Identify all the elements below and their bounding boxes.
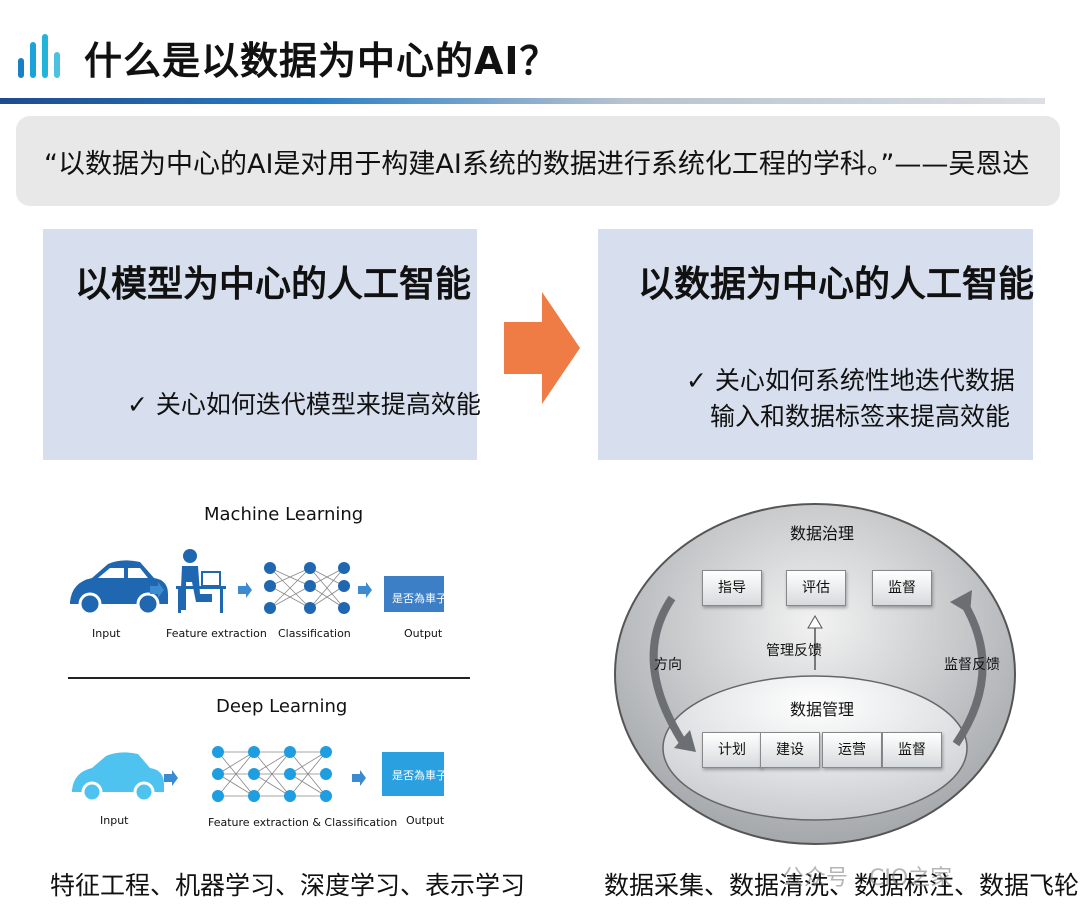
gov-box-supervise: 监督 (872, 570, 932, 606)
caption-right: 数据采集、数据清洗、数据标注、数据飞轮 (604, 871, 1080, 900)
logo-bars-icon (18, 34, 64, 78)
car-icon (70, 560, 168, 616)
dl-label-input: Input (100, 814, 129, 827)
ml-label-classification: Classification (278, 627, 351, 640)
gov-box-plan: 计划 (702, 732, 762, 768)
ml-label-input: Input (92, 627, 121, 640)
ml-label-output: Output (404, 627, 443, 640)
data-centric-point-line2: 输入和数据标签来提高效能 (710, 402, 1011, 431)
deep-net-icon (212, 746, 332, 802)
dl-label-output: Output (406, 814, 445, 827)
dl-output-text: 是否為車子 (392, 769, 447, 782)
gov-box-operate: 运营 (822, 732, 882, 768)
gov-box-evaluate: 评估 (786, 570, 846, 606)
quote-box (16, 116, 1060, 206)
ml-label-feature: Feature extraction (166, 627, 267, 640)
car-icon (72, 752, 164, 803)
data-centric-point: ✓ 关心如何系统性地迭代数据 输入和数据标签来提高效能 (686, 363, 1015, 435)
person-icon (176, 549, 226, 613)
gov-outer-title: 数据治理 (790, 524, 855, 543)
gov-box-monitor: 监督 (882, 732, 942, 768)
ml-output-text: 是否為車子 (392, 592, 447, 605)
neural-net-icon (264, 562, 350, 614)
data-centric-title: 以数据为中心的人工智能 (638, 264, 1035, 305)
gov-inner-title: 数据管理 (790, 700, 855, 719)
watermark: 公众号 · CIO之家 (782, 866, 953, 891)
data-centric-panel: 以数据为中心的人工智能 ✓ 关心如何系统性地迭代数据 输入和数据标签来提高效能 (598, 229, 1035, 460)
ml-diagram-graphics (68, 549, 470, 803)
gov-middle-label: 管理反馈 (766, 643, 822, 659)
caption-left: 特征工程、机器学习、深度学习、表示学习 (50, 871, 526, 900)
data-governance-diagram: 数据治理 指导 评估 监督 管理反馈 方向 监督反馈 数据管理 计划 建设 运营… (610, 490, 1030, 850)
dl-label-feature-classification: Feature extraction & Classification (208, 816, 398, 829)
dl-title: Deep Learning (216, 696, 348, 717)
gov-box-guide: 指导 (702, 570, 762, 606)
model-centric-title: 以模型为中心的人工智能 (75, 264, 472, 305)
ml-title: Machine Learning (204, 504, 364, 525)
right-arrow-icon (504, 292, 580, 404)
ml-dl-diagram: Machine Learning (52, 490, 484, 850)
output-box (382, 752, 444, 796)
model-centric-point: ✓ 关心如何迭代模型来提高效能 (127, 390, 481, 419)
output-box (384, 576, 444, 612)
quote-text: “以数据为中心的AI是对用于构建AI系统的数据进行系统化工程的学科。”——吴恩达 (44, 149, 1030, 180)
data-centric-point-line1: ✓ 关心如何系统性地迭代数据 (686, 366, 1015, 395)
gov-left-label: 方向 (654, 657, 682, 673)
gov-box-build: 建设 (760, 732, 820, 768)
gov-right-label: 监督反馈 (944, 657, 1000, 673)
page-title: 什么是以数据为中心的AI？ (84, 39, 559, 83)
title-divider (0, 98, 1045, 104)
model-centric-panel: 以模型为中心的人工智能 ✓ 关心如何迭代模型来提高效能 (43, 229, 481, 460)
